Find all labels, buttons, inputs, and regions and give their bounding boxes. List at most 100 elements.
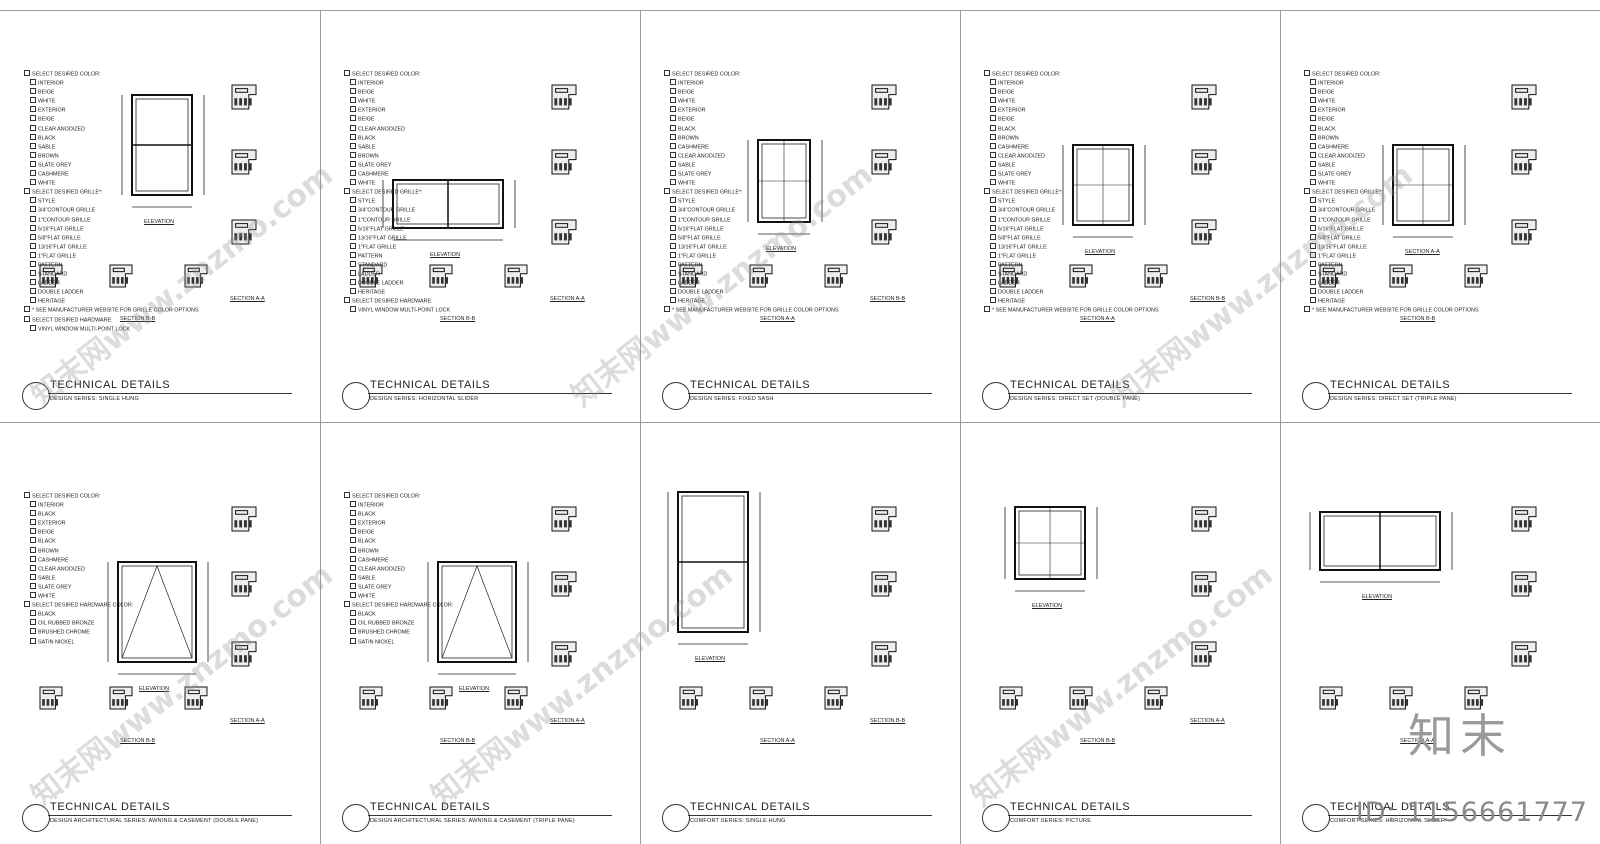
checkbox-icon[interactable] — [990, 124, 996, 131]
option-item[interactable]: SELECT DESIRED COLOR: — [24, 492, 133, 501]
checkbox-icon[interactable] — [350, 528, 356, 535]
option-item[interactable]: 5/8"FLAT GRILLE — [24, 233, 199, 243]
option-item[interactable]: 5/16"FLAT GRILLE — [24, 224, 199, 234]
option-item[interactable]: VINYL WINDOW MULTI-POINT LOCK — [344, 306, 450, 315]
option-item[interactable]: LADDER — [984, 279, 1159, 288]
option-item[interactable]: 5/16"FLAT GRILLE — [984, 224, 1159, 234]
option-item[interactable]: CLEAR ANODIZED — [24, 124, 199, 134]
checkbox-icon[interactable] — [30, 106, 36, 113]
checkbox-icon[interactable] — [30, 592, 36, 599]
checkbox-icon[interactable] — [990, 224, 996, 231]
option-item[interactable]: 3/4"CONTOUR GRILLE — [664, 206, 839, 215]
checkbox-icon[interactable] — [1310, 233, 1316, 240]
option-item[interactable]: WHITE — [984, 97, 1159, 106]
checkbox-icon[interactable] — [350, 179, 356, 186]
checkbox-icon[interactable] — [30, 546, 36, 553]
option-item[interactable]: OIL RUBBED BRONZE — [344, 619, 453, 628]
checkbox-icon[interactable] — [344, 601, 350, 608]
checkbox-icon[interactable] — [350, 197, 356, 204]
option-item[interactable]: 5/16"FLAT GRILLE — [664, 224, 839, 234]
checkbox-icon[interactable] — [990, 97, 996, 104]
option-item[interactable]: EXTERIOR — [1304, 106, 1479, 115]
checkbox-icon[interactable] — [30, 270, 36, 277]
checkbox-icon[interactable] — [1304, 306, 1310, 313]
option-item[interactable]: BEIGE — [1304, 88, 1479, 97]
checkbox-icon[interactable] — [670, 142, 676, 149]
option-item[interactable]: STANDARD — [344, 260, 450, 270]
option-item[interactable]: 13/16"FLAT GRILLE — [344, 233, 450, 243]
checkbox-icon[interactable] — [670, 288, 676, 295]
checkbox-icon[interactable] — [350, 106, 356, 113]
option-item[interactable]: OIL RUBBED BRONZE — [24, 619, 133, 628]
option-item[interactable]: STYLE — [24, 197, 199, 206]
option-item[interactable]: 1"FLAT GRILLE — [664, 251, 839, 261]
checkbox-icon[interactable] — [350, 251, 356, 258]
checkbox-icon[interactable] — [990, 215, 996, 222]
checkbox-icon[interactable] — [664, 70, 670, 76]
checkbox-icon[interactable] — [350, 115, 356, 122]
checkbox-icon[interactable] — [350, 260, 356, 267]
option-item[interactable]: STANDARD — [984, 270, 1159, 279]
option-item[interactable]: 1"FLAT GRILLE — [1304, 251, 1479, 261]
option-item[interactable]: 3/4"CONTOUR GRILLE — [1304, 206, 1479, 215]
option-item[interactable]: CLEAR ANODIZED — [664, 151, 839, 161]
checkbox-icon[interactable] — [24, 70, 30, 76]
checkbox-icon[interactable] — [350, 124, 356, 131]
checkbox-icon[interactable] — [30, 170, 36, 177]
checkbox-icon[interactable] — [1310, 224, 1316, 231]
checkbox-icon[interactable] — [350, 537, 356, 544]
option-item[interactable]: CASHMERE — [664, 142, 839, 152]
option-item[interactable]: PATTERN — [1304, 260, 1479, 270]
option-item[interactable]: SATIN NICKEL — [344, 637, 453, 647]
option-item[interactable]: PATTERN — [344, 251, 450, 261]
checkbox-icon[interactable] — [350, 133, 356, 140]
option-item[interactable]: BRUSHED CHROME — [24, 628, 133, 637]
checkbox-icon[interactable] — [990, 160, 996, 167]
option-item[interactable]: BEIGE — [344, 115, 450, 124]
option-item[interactable]: 5/16"FLAT GRILLE — [344, 224, 450, 234]
option-item[interactable]: BLACK — [344, 537, 453, 546]
option-item[interactable]: INTERIOR — [664, 79, 839, 88]
checkbox-icon[interactable] — [350, 97, 356, 104]
option-item[interactable]: INTERIOR — [344, 501, 453, 510]
checkbox-icon[interactable] — [30, 197, 36, 204]
option-item[interactable]: DOUBLE LADDER — [24, 288, 199, 297]
checkbox-icon[interactable] — [30, 115, 36, 122]
checkbox-icon[interactable] — [350, 306, 356, 313]
checkbox-icon[interactable] — [670, 106, 676, 113]
option-item[interactable]: EXTERIOR — [24, 106, 199, 115]
option-item[interactable]: SELECT DESIRED COLOR: — [24, 70, 199, 79]
option-item[interactable]: DOUBLE LADDER — [1304, 288, 1479, 297]
option-item[interactable]: SABLE — [984, 160, 1159, 170]
checkbox-icon[interactable] — [1310, 142, 1316, 149]
option-item[interactable]: BLACK — [1304, 124, 1479, 134]
option-item[interactable]: SELECT DESIRED GRILLE*: — [344, 188, 450, 197]
checkbox-icon[interactable] — [990, 133, 996, 140]
option-item[interactable]: STANDARD — [24, 270, 199, 279]
checkbox-icon[interactable] — [670, 206, 676, 213]
checkbox-icon[interactable] — [670, 251, 676, 258]
option-item[interactable]: 13/16"FLAT GRILLE — [24, 242, 199, 252]
checkbox-icon[interactable] — [990, 279, 996, 286]
checkbox-icon[interactable] — [350, 224, 356, 231]
checkbox-icon[interactable] — [1310, 124, 1316, 131]
checkbox-icon[interactable] — [30, 564, 36, 571]
checkbox-icon[interactable] — [984, 70, 990, 76]
checkbox-icon[interactable] — [350, 151, 356, 158]
option-item[interactable]: 5/16"FLAT GRILLE — [1304, 224, 1479, 234]
option-item[interactable]: EXTERIOR — [344, 106, 450, 115]
option-item[interactable]: STANDARD — [1304, 270, 1479, 279]
checkbox-icon[interactable] — [30, 224, 36, 231]
option-item[interactable]: CLEAR ANODIZED — [344, 564, 453, 574]
checkbox-icon[interactable] — [1310, 270, 1316, 277]
option-item[interactable]: STANDARD — [664, 270, 839, 279]
option-item[interactable]: SELECT DESIRED COLOR: — [984, 70, 1159, 79]
checkbox-icon[interactable] — [990, 297, 996, 304]
checkbox-icon[interactable] — [30, 610, 36, 617]
checkbox-icon[interactable] — [990, 115, 996, 122]
option-item[interactable]: BLACK — [984, 124, 1159, 134]
option-item[interactable]: 5/8"FLAT GRILLE — [664, 233, 839, 243]
option-item[interactable]: SLATE GREY — [664, 170, 839, 179]
option-item[interactable]: PATTERN — [664, 260, 839, 270]
checkbox-icon[interactable] — [990, 288, 996, 295]
